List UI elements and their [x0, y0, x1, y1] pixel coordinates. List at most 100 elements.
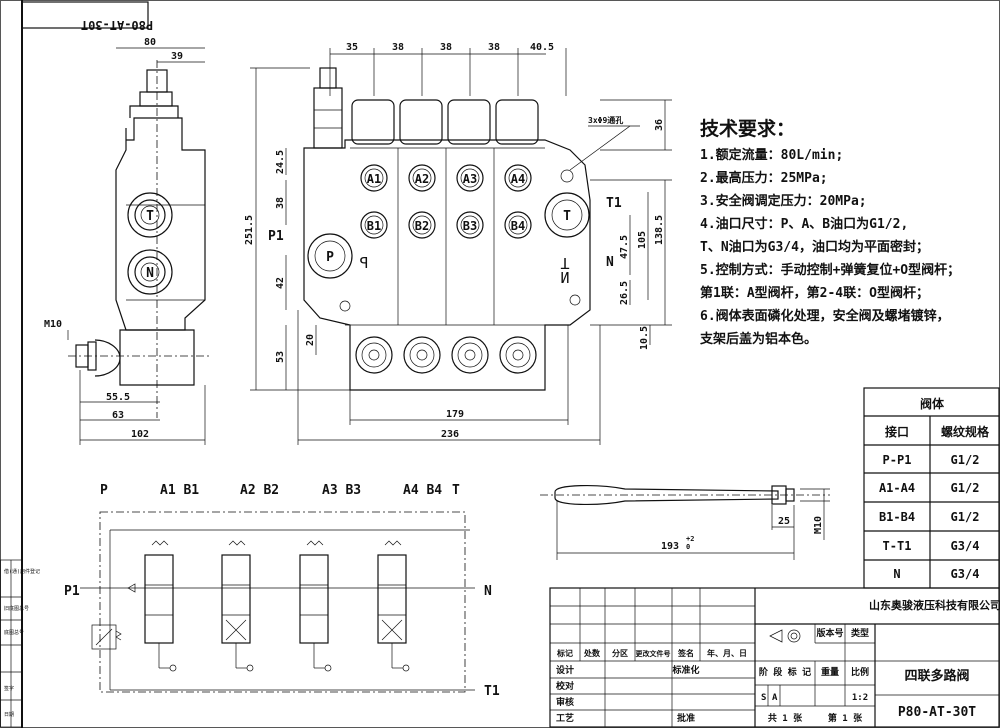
- side-port-N: N: [146, 266, 154, 281]
- side-view: T N 80 39 M10 55.5 63 102: [44, 37, 210, 445]
- side-strip-4: 签字: [4, 685, 14, 692]
- stage-mark-label: 阶 段 标 记: [759, 666, 811, 678]
- dim-10-5: 10.5: [639, 326, 650, 350]
- rev-header-file: 更改文件号: [636, 649, 671, 658]
- dim-47-5: 47.5: [619, 235, 630, 259]
- port-A1: A1: [367, 172, 381, 186]
- type-label: 类型: [851, 627, 869, 639]
- role-check: 校对: [556, 680, 574, 692]
- cast-N: N: [560, 269, 569, 287]
- port-A3: A3: [463, 172, 477, 186]
- port-T: T: [563, 209, 571, 224]
- port-B1: B1: [367, 219, 381, 233]
- port-table-header-thread: 螺纹规格: [941, 424, 990, 439]
- port-A4: A4: [511, 172, 525, 186]
- side-strip: 借(通)用件登记 旧底图总号 底图总号 签字 日期: [0, 559, 40, 728]
- side-strip-5: 日期: [4, 712, 14, 718]
- version-no-label: 版本号: [815, 627, 843, 639]
- requirement-2: 2.最高压力：25MPa;: [700, 170, 828, 186]
- dim-53: 53: [275, 351, 286, 363]
- port-table-cell: B1-B4: [879, 510, 915, 524]
- dim-20: 20: [305, 334, 316, 346]
- port-table-cell: G1/2: [951, 453, 980, 467]
- rev-header-date: 年、月、日: [707, 648, 747, 658]
- dim-side-m10: M10: [44, 319, 62, 330]
- dim-lever-25: 25: [778, 516, 790, 527]
- requirement-3: 3.安全阀调定压力：20MPa;: [700, 193, 867, 209]
- dim-179: 179: [446, 409, 464, 420]
- dim-side-55-5: 55.5: [106, 392, 130, 403]
- label-P1-front: P1: [268, 229, 284, 244]
- port-table-header-port: 接口: [885, 424, 909, 439]
- mirrored-code-tag: P80-AT-30T: [21, 1, 153, 32]
- schematic-label-A4B4: A4 B4: [403, 483, 442, 498]
- dim-105: 105: [637, 231, 648, 249]
- side-strip-1: 借(通)用件登记: [4, 568, 40, 575]
- schematic-label-P: P: [100, 483, 108, 498]
- role-design: 设计: [556, 664, 574, 676]
- port-table: 阀体 接口 螺纹规格 P-P1 G1/2 A1-A4 G1/2 B1-B4 G1…: [863, 387, 1000, 589]
- title-block: 山东奥骏液压科技有限公司 版本号 类型 阶 段 标 记 重量 比例 1:2 S …: [549, 587, 1000, 728]
- projection-symbol: [769, 629, 801, 643]
- dim-36: 36: [654, 119, 665, 131]
- dim-top-38a: 38: [392, 42, 404, 53]
- sheet-number: 第 1 张: [828, 712, 863, 724]
- rev-header-count: 处数: [583, 648, 601, 658]
- side-port-T: T: [146, 209, 154, 224]
- port-table-cell: T-T1: [883, 539, 912, 553]
- dim-top-38c: 38: [488, 42, 500, 53]
- requirements-title: 技术要求：: [700, 117, 795, 140]
- rev-header-sign: 签名: [677, 648, 694, 658]
- schematic-label-N: N: [484, 584, 492, 599]
- side-strip-2: 旧底图总号: [4, 605, 29, 612]
- technical-requirements: 技术要求： 1.额定流量：80L/min; 2.最高压力：25MPa; 3.安全…: [699, 117, 960, 347]
- requirement-6: 6.阀体表面磷化处理，安全阀及螺堵镀锌，: [700, 308, 950, 324]
- dim-26-5: 26.5: [619, 281, 630, 305]
- dim-138-5: 138.5: [654, 215, 665, 245]
- label-N-front: N: [606, 255, 614, 270]
- side-strip-3: 底图总号: [4, 629, 24, 636]
- schematic-label-A1B1: A1 B1: [160, 483, 199, 498]
- dim-top-38b: 38: [440, 42, 452, 53]
- stage-A: A: [772, 693, 778, 703]
- role-process: 工艺: [556, 712, 574, 724]
- rev-header-zone: 分区: [612, 648, 628, 658]
- dim-lever-193: 193: [661, 541, 679, 552]
- scale-label: 比例: [851, 666, 869, 678]
- port-A2: A2: [415, 172, 429, 186]
- role-review: 审核: [556, 696, 574, 708]
- standardize-label: 标准化: [671, 664, 699, 676]
- hydraulic-schematic: P A1 B1 A2 B2 A3 B3 A4 B4 T P1 N T1: [64, 483, 500, 699]
- requirement-4b: T、N油口为G3/4，油口均为平面密封；: [700, 239, 929, 255]
- port-B3: B3: [463, 219, 477, 233]
- requirement-4: 4.油口尺寸：P、A、B油口为G1/2,: [700, 216, 908, 232]
- port-table-cell: G3/4: [951, 567, 980, 581]
- schematic-label-A3B3: A3 B3: [322, 483, 361, 498]
- dim-top-35: 35: [346, 42, 358, 53]
- lever-drawing: 193 +2 0 25 M10: [540, 484, 830, 560]
- port-table-cell: G1/2: [951, 510, 980, 524]
- dim-top-40-5: 40.5: [530, 42, 554, 53]
- port-B2: B2: [415, 219, 429, 233]
- port-table-cell: A1-A4: [879, 481, 915, 495]
- dim-side-39: 39: [171, 51, 183, 62]
- schematic-label-T: T: [452, 483, 460, 498]
- weight-label: 重量: [821, 666, 839, 678]
- rev-header-mark: 标记: [556, 648, 573, 658]
- schematic-boundary: [99, 511, 466, 693]
- dim-side-102: 102: [131, 429, 149, 440]
- dim-side-63: 63: [112, 410, 124, 421]
- total-sheets: 共 1 张: [768, 712, 803, 724]
- mirrored-code-text: P80-AT-30T: [81, 18, 153, 32]
- company-name: 山东奥骏液压科技有限公司: [869, 598, 1000, 612]
- dim-lever-tol-upper: +2: [686, 535, 694, 543]
- dim-24-5: 24.5: [275, 150, 286, 174]
- port-P: P: [326, 250, 334, 265]
- port-table-cell: N: [893, 567, 900, 581]
- schematic-label-A2B2: A2 B2: [240, 483, 279, 498]
- dim-236: 236: [441, 429, 459, 440]
- port-table-cell: P-P1: [883, 453, 912, 467]
- front-view: A1 A2 A3 A4 B1 B2 B3 B4 P T P T N 35 38: [244, 42, 672, 445]
- dim-38: 38: [275, 197, 286, 209]
